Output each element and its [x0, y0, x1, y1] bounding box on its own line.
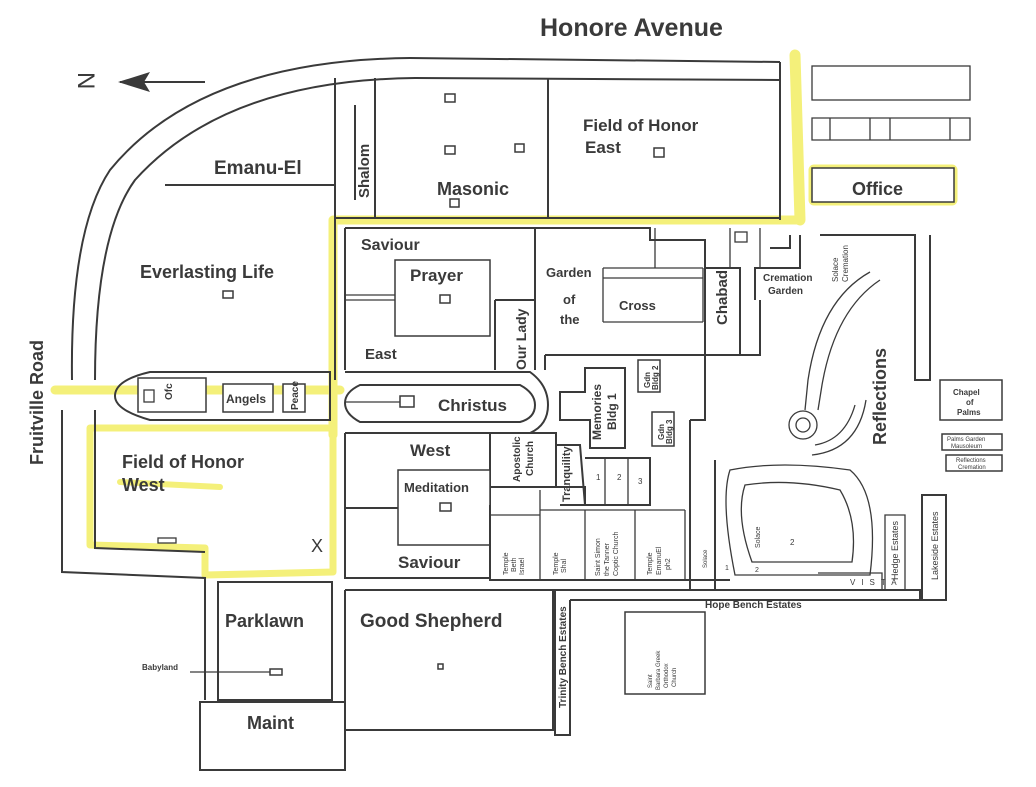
section-emanu-el: Emanu-El	[214, 158, 302, 179]
palms-garden-line2: Mausoleum	[951, 444, 982, 450]
lakeside-estates: Lakeside Estates	[930, 511, 940, 580]
west-sections: West Meditation Saviour Apostolic Church…	[344, 432, 759, 581]
num-3: 3	[638, 477, 643, 486]
field-honor-west-line2: West	[122, 475, 165, 495]
section-angels: Angels	[226, 392, 266, 406]
temple-beth-2: Beth	[511, 557, 518, 572]
temple-shal-2: Shal	[561, 559, 568, 573]
num-a1: 1	[725, 565, 729, 572]
hedge-estates: Hedge Estates	[890, 520, 900, 580]
south-sections: Hope Bench Estates Trinity Bench Estates…	[142, 581, 922, 771]
section-east: East	[365, 346, 397, 363]
section-cross: Cross	[619, 298, 656, 313]
greek-2: Barbara Greek	[656, 650, 662, 690]
section-chabad: Chabad	[714, 270, 731, 325]
solace-mid: Solace	[755, 526, 762, 548]
section-good-shepherd: Good Shepherd	[360, 611, 503, 632]
greek-1: Saint	[648, 674, 654, 688]
section-maint: Maint	[247, 713, 294, 733]
gdn2-line1: Gdn	[643, 372, 652, 388]
chapel-line3: Palms	[957, 408, 981, 417]
temple-beth-3: Israel	[519, 557, 526, 575]
gdn2-line2: Bldg 2	[651, 365, 660, 390]
section-the: the	[560, 312, 580, 327]
refl-cremation-line1: Reflections	[956, 458, 986, 464]
chapel-of-palms	[939, 379, 1003, 421]
emanuel-ph2-3: ph2	[665, 558, 672, 570]
section-meditation: Meditation	[404, 480, 469, 495]
num-1: 1	[596, 473, 601, 482]
greek-orthodox-building	[624, 611, 706, 695]
road-label-trinity-bench: Trinity Bench Estates	[558, 606, 569, 708]
section-masonic: Masonic	[437, 179, 509, 199]
num-b2: 2	[790, 538, 795, 547]
road-label-hope-bench: Hope Bench Estates	[705, 600, 802, 611]
office-area: Office	[811, 65, 971, 203]
field-honor-west: Field of Honor West X	[122, 452, 323, 556]
map-title: Honore Avenue	[540, 14, 723, 42]
solace-cremation-line1: Solace	[831, 257, 840, 282]
chapel-line1: Chapel	[953, 388, 980, 397]
vista-label: VISTA	[850, 578, 903, 587]
section-our-lady: Our Lady	[513, 308, 529, 370]
simon-3: Coptic Church	[613, 532, 620, 576]
memories-area: Memories Bldg 1 Gdn Bldg 2 Gdn Bldg 3	[559, 359, 675, 449]
num-2: 2	[617, 473, 622, 482]
emanuel-ph2-1: Temple	[647, 552, 654, 575]
connector-roads	[344, 300, 761, 590]
section-saviour-bottom: Saviour	[398, 553, 461, 572]
memories-line2: Bldg 1	[605, 393, 619, 430]
apostolic-line1: Apostolic	[512, 436, 523, 482]
section-parklawn: Parklawn	[225, 611, 304, 631]
section-of: of	[563, 292, 576, 307]
section-reflections: Reflections	[870, 348, 890, 445]
section-ofc: Ofc	[164, 383, 175, 400]
gdn3-line2: Bldg 3	[665, 419, 674, 444]
simon-2: the Tanner	[604, 542, 611, 576]
compass: N	[72, 72, 205, 92]
section-peace: Peace	[290, 381, 301, 410]
x-marker: X	[311, 536, 323, 556]
section-prayer: Prayer	[410, 266, 463, 285]
temple-shal-1: Temple	[553, 552, 560, 575]
section-everlasting-life: Everlasting Life	[140, 262, 274, 282]
reflections-area: Reflections Solace 2 Hedge Estates VISTA…	[725, 271, 1003, 601]
section-babyland: Babyland	[142, 663, 178, 672]
memories-line1: Memories	[590, 384, 604, 440]
greek-4: Church	[672, 668, 678, 687]
cremation-garden-line1: Cremation	[763, 273, 812, 284]
gdn3-line1: Gdn	[657, 424, 666, 440]
solace-small: Solace	[703, 549, 709, 568]
section-shalom: Shalom	[356, 144, 373, 198]
main-roads	[61, 56, 781, 700]
compass-letter: N	[72, 72, 99, 89]
field-honor-west-line1: Field of Honor	[122, 452, 244, 472]
greek-3: Orthodox	[664, 663, 670, 688]
palms-garden-line1: Palms Garden	[947, 437, 985, 443]
section-field-honor-east-line2: East	[585, 138, 621, 157]
christus-row: Christus Ofc Angels Peace	[113, 371, 550, 434]
section-office: Office	[852, 179, 903, 199]
section-garden: Garden	[546, 265, 592, 280]
emanuel-ph2-2: EmanuEl	[656, 546, 663, 575]
refl-cremation-line2: Cremation	[958, 465, 986, 471]
section-tranquility: Tranquility	[561, 446, 573, 503]
section-west: West	[410, 441, 451, 460]
apostolic-line2: Church	[525, 441, 536, 476]
section-christus: Christus	[438, 396, 507, 415]
solace-cremation-line2: Cremation	[841, 245, 850, 282]
chapel-line2: of	[966, 398, 974, 407]
temple-beth-1: Temple	[503, 552, 510, 575]
section-saviour-top: Saviour	[361, 237, 420, 254]
office-building	[811, 167, 955, 203]
road-label-fruitville: Fruitville Road	[27, 340, 47, 465]
north-sections: Emanu-El Everlasting Life Shalom Masonic…	[140, 78, 699, 380]
simon-1: Saint Simon	[595, 538, 602, 576]
section-field-honor-east-line1: Field of Honor	[583, 116, 699, 135]
central-sections: Saviour Prayer East Our Lady Garden of t…	[344, 227, 931, 381]
num-a2: 2	[755, 567, 759, 574]
cremation-garden-line2: Garden	[768, 286, 803, 297]
